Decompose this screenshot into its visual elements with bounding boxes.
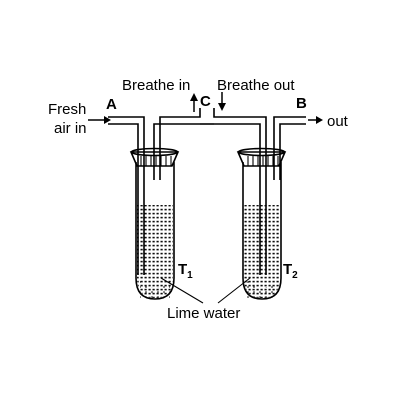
tube-t1-label: T1 (178, 261, 193, 281)
fresh-air-label-line2: air in (54, 120, 87, 137)
lime-water-label: Lime water (167, 305, 240, 322)
out-label: out (327, 113, 349, 130)
arrow-down-icon (218, 103, 226, 111)
breathe-in-label: Breathe in (122, 77, 190, 94)
stopper-t2 (236, 151, 287, 167)
point-b-label: B (296, 95, 307, 112)
test-tube-t1 (129, 147, 180, 300)
flow-arrows (88, 92, 323, 124)
fresh-air-label-line1: Fresh (48, 101, 86, 118)
glass-tubing (108, 108, 306, 275)
lime-water-t1 (137, 205, 173, 298)
arrow-up-icon (190, 93, 198, 101)
tube-t2-label: T2 (283, 261, 298, 281)
stopper-t1 (129, 151, 180, 167)
arrow-in-icon (104, 116, 111, 124)
breathe-out-label: Breathe out (217, 77, 295, 94)
lime-water-t2 (244, 205, 280, 298)
test-tube-t2 (236, 147, 287, 300)
lime-water-pointers (160, 277, 251, 304)
point-c-label: C (200, 93, 211, 110)
arrow-out-icon (316, 116, 323, 124)
point-a-label: A (106, 96, 117, 113)
